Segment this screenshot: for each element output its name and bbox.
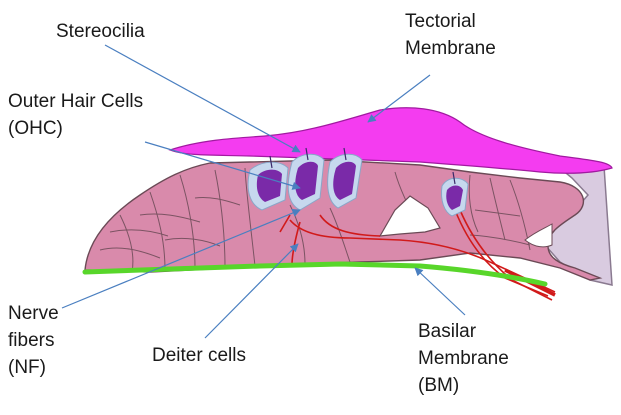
label-basilar-membrane: Basilar Membrane (BM) xyxy=(418,318,509,399)
label-nerve-line1: Nerve xyxy=(8,300,59,327)
label-basilar-line2: Membrane xyxy=(418,345,509,372)
label-tectorial-line1: Tectorial xyxy=(405,8,496,35)
leader-basilar xyxy=(415,268,465,315)
label-tectorial-line2: Membrane xyxy=(405,35,496,62)
label-ohc-line2: (OHC) xyxy=(8,115,143,142)
label-stereocilia: Stereocilia xyxy=(56,18,145,45)
label-nerve-line3: (NF) xyxy=(8,354,59,381)
label-outer-hair-cells: Outer Hair Cells (OHC) xyxy=(8,88,143,142)
label-basilar-line3: (BM) xyxy=(418,372,509,399)
label-stereocilia-text: Stereocilia xyxy=(56,18,145,45)
label-nerve-fibers: Nerve fibers (NF) xyxy=(8,300,59,381)
label-deiter-text: Deiter cells xyxy=(152,342,246,369)
label-deiter-cells: Deiter cells xyxy=(152,342,246,369)
label-tectorial-membrane: Tectorial Membrane xyxy=(405,8,496,62)
label-basilar-line1: Basilar xyxy=(418,318,509,345)
label-ohc-line1: Outer Hair Cells xyxy=(8,88,143,115)
label-nerve-line2: fibers xyxy=(8,327,59,354)
